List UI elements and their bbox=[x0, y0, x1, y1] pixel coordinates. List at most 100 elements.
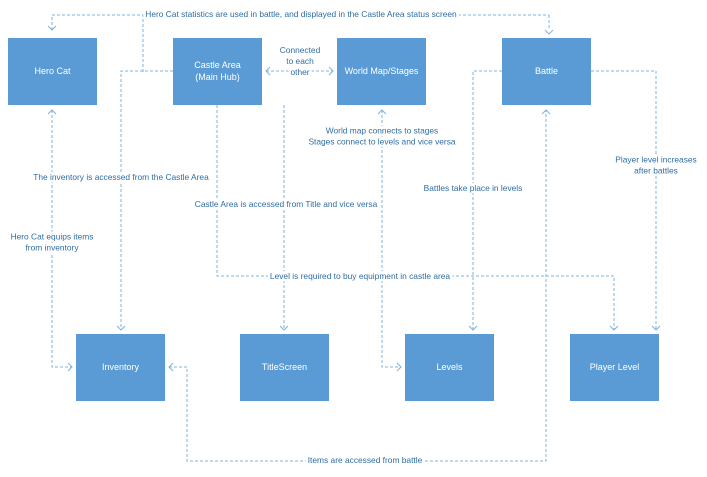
label-hero-equips-backing bbox=[23, 242, 82, 253]
node-world-map: World Map/Stages bbox=[337, 38, 426, 105]
label-player-level-increase-text: Player level increases bbox=[615, 155, 696, 165]
label-world-map-stages-text: Stages connect to levels and vice versa bbox=[308, 137, 455, 147]
node-levels-label: Levels bbox=[436, 362, 463, 372]
label-connected-backing bbox=[277, 45, 323, 56]
label-hero-equips-backing bbox=[8, 231, 96, 242]
label-battles-levels-text: Battles take place in levels bbox=[424, 183, 523, 193]
edge-items-battle-line bbox=[169, 110, 547, 462]
edge-items-battle-start-arrowhead bbox=[168, 362, 174, 372]
edge-items-battle bbox=[168, 109, 551, 462]
edge-hero-inventory-start-arrowhead bbox=[47, 109, 57, 115]
label-hero-equips-text: from inventory bbox=[25, 243, 79, 253]
edge-battle-levels-end-arrowhead bbox=[468, 325, 478, 331]
label-world-map-stages-text: World map connects to stages bbox=[326, 126, 439, 136]
edge-hero-inventory bbox=[47, 109, 73, 372]
edge-battle-player-line bbox=[591, 70, 657, 330]
label-world-map-stages-backing bbox=[323, 125, 441, 136]
node-world-map-shape bbox=[337, 38, 426, 105]
label-hero-stats-text: Hero Cat statistics are used in battle, … bbox=[145, 9, 457, 19]
node-title-screen: TitleScreen bbox=[240, 334, 329, 401]
node-castle-area: Castle Area (Main Hub) bbox=[173, 38, 262, 105]
node-title-screen-shape bbox=[240, 334, 329, 401]
label-level-required-backing bbox=[267, 271, 453, 282]
node-battle: Battle bbox=[502, 38, 591, 105]
edge-battle-levels-line bbox=[472, 70, 502, 330]
label-items-battle: Items are accessed from battle bbox=[305, 455, 425, 466]
edge-castle-world-end-arrowhead bbox=[328, 66, 334, 76]
label-inventory-castle: The inventory is accessed from the Castl… bbox=[31, 172, 212, 183]
node-hero-cat-label: Hero Cat bbox=[34, 66, 71, 76]
label-connected-backing bbox=[284, 56, 317, 67]
node-player-level-shape bbox=[570, 334, 659, 401]
label-connected-backing bbox=[288, 67, 312, 78]
edge-hero-inventory-end-arrowhead bbox=[67, 362, 73, 372]
label-hero-stats: Hero Cat statistics are used in battle, … bbox=[143, 9, 460, 20]
edge-castle-title bbox=[279, 105, 289, 331]
label-level-required: Level is required to buy equipment in ca… bbox=[267, 271, 453, 282]
label-castle-title-text: Castle Area is accessed from Title and v… bbox=[195, 199, 378, 209]
node-hero-cat-shape bbox=[8, 38, 97, 105]
node-battle-shape bbox=[502, 38, 591, 105]
node-castle-area-shape bbox=[173, 38, 262, 105]
edge-level-required-line bbox=[216, 105, 615, 330]
node-castle-area-label: Castle Area bbox=[194, 60, 241, 70]
label-items-battle-text: Items are accessed from battle bbox=[308, 455, 423, 465]
edge-world-levels-line bbox=[381, 110, 401, 368]
edge-level-required-end-arrowhead bbox=[609, 325, 619, 331]
edge-hero-stats-end-arrowhead bbox=[47, 25, 57, 31]
edge-castle-world bbox=[265, 66, 334, 76]
node-hero-cat: Hero Cat bbox=[8, 38, 97, 105]
node-levels-shape bbox=[405, 334, 494, 401]
label-player-level-increase-text: after battles bbox=[634, 166, 678, 176]
node-world-map-label: World Map/Stages bbox=[345, 66, 419, 76]
nodes-layer: Hero Cat Castle Area (Main Hub) World Map/S… bbox=[8, 38, 659, 401]
node-player-level: Player Level bbox=[570, 334, 659, 401]
edge-hero-inventory-line bbox=[51, 110, 72, 368]
label-player-level-increase-backing bbox=[613, 154, 699, 165]
node-battle-label: Battle bbox=[535, 66, 558, 76]
node-inventory: Inventory bbox=[76, 334, 165, 401]
edge-battle-player-end-arrowhead bbox=[651, 325, 661, 331]
node-levels: Levels bbox=[405, 334, 494, 401]
label-player-level-increase-backing bbox=[632, 165, 680, 176]
edge-battle-levels bbox=[468, 70, 502, 331]
edge-castle-inventory-end-arrowhead bbox=[116, 325, 126, 331]
label-connected-text: to each bbox=[286, 56, 314, 66]
edge-labels-layer: Hero Cat statistics are used in battle, … bbox=[8, 9, 699, 466]
edge-castle-inventory bbox=[116, 70, 173, 331]
node-player-level-label: Player Level bbox=[590, 362, 640, 372]
label-battles-levels: Battles take place in levels bbox=[421, 183, 525, 194]
label-connected-text: Connected bbox=[280, 45, 321, 55]
edge-world-levels bbox=[377, 109, 402, 372]
node-title-screen-label: TitleScreen bbox=[262, 362, 307, 372]
edge-castle-world-start-arrowhead bbox=[265, 66, 271, 76]
edge-level-required bbox=[216, 105, 619, 331]
edge-hero-stats-line bbox=[51, 14, 144, 72]
label-inventory-castle-backing bbox=[31, 172, 212, 183]
label-castle-title: Castle Area is accessed from Title and v… bbox=[192, 199, 380, 210]
node-inventory-label: Inventory bbox=[102, 362, 140, 372]
edge-hero-stats-branch-arrowhead bbox=[544, 29, 554, 35]
label-world-map-stages-backing bbox=[306, 136, 458, 147]
label-hero-stats-backing bbox=[143, 9, 460, 20]
node-castle-area-label: (Main Hub) bbox=[195, 72, 240, 82]
label-battles-levels-backing bbox=[421, 183, 525, 194]
label-castle-title-backing bbox=[192, 199, 380, 210]
label-connected-text: other bbox=[290, 67, 309, 77]
edge-castle-title-end-arrowhead bbox=[279, 325, 289, 331]
edge-world-levels-end-arrowhead bbox=[396, 362, 402, 372]
node-inventory-shape bbox=[76, 334, 165, 401]
edge-battle-player bbox=[591, 70, 661, 331]
label-hero-equips-text: Hero Cat equips items bbox=[11, 232, 94, 242]
label-inventory-castle-text: The inventory is accessed from the Castl… bbox=[33, 172, 209, 182]
edge-world-levels-start-arrowhead bbox=[377, 109, 387, 115]
edge-castle-inventory-line bbox=[120, 70, 173, 330]
label-items-battle-backing bbox=[305, 455, 425, 466]
label-level-required-text: Level is required to buy equipment in ca… bbox=[270, 271, 451, 281]
edge-items-battle-end-arrowhead bbox=[541, 109, 551, 115]
